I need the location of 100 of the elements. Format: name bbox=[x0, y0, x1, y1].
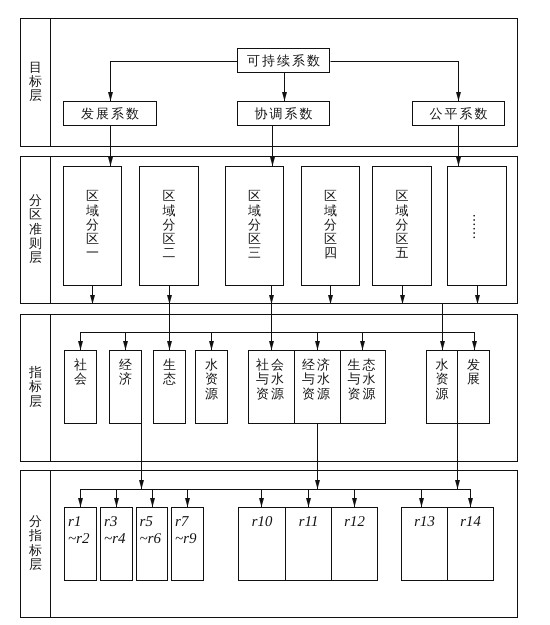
indicator-label: 发展 bbox=[467, 359, 480, 388]
sub-indicator-box bbox=[401, 507, 448, 581]
region-label: 区域分区三 bbox=[248, 190, 261, 262]
arrow bbox=[114, 488, 119, 508]
region-box bbox=[63, 166, 122, 286]
sub-indicator-label: r3 ~r4 bbox=[104, 514, 126, 547]
arrow bbox=[440, 332, 445, 350]
coefficient-label: 协调系数 bbox=[254, 106, 314, 122]
indicator-box bbox=[64, 350, 97, 424]
layer-band bbox=[20, 156, 518, 304]
indicator-box bbox=[426, 350, 458, 424]
indicator-label: 生态与水资源 bbox=[348, 359, 378, 402]
arrow bbox=[400, 286, 405, 304]
region-label: …… bbox=[470, 213, 484, 239]
coefficient-label: 公平系数 bbox=[428, 106, 490, 122]
sub-indicator-box bbox=[447, 507, 494, 581]
arrow bbox=[419, 488, 424, 508]
arrow bbox=[352, 488, 357, 508]
arrow bbox=[315, 332, 320, 350]
arrow bbox=[270, 126, 275, 166]
arrow bbox=[328, 286, 333, 304]
bus-line bbox=[80, 489, 471, 490]
arrow bbox=[209, 332, 214, 350]
connector-line bbox=[442, 304, 443, 332]
arrow bbox=[90, 286, 95, 304]
region-box bbox=[225, 166, 284, 286]
arrow bbox=[472, 332, 477, 350]
arrow bbox=[167, 286, 172, 304]
region-label: 区域分区五 bbox=[396, 190, 408, 262]
connector-line bbox=[169, 304, 170, 332]
sub-indicator-box bbox=[285, 507, 332, 581]
sub-indicator-label: r14 bbox=[460, 514, 481, 530]
arrow bbox=[455, 424, 460, 490]
indicator-box bbox=[195, 350, 228, 424]
arrow bbox=[123, 332, 128, 350]
arrow bbox=[259, 488, 264, 508]
indicator-label: 生态 bbox=[163, 359, 176, 388]
sub-indicator-box bbox=[64, 507, 97, 581]
connector-line bbox=[271, 304, 272, 332]
sub-indicator-label: r11 bbox=[298, 514, 318, 530]
arrow bbox=[456, 126, 461, 166]
arrow bbox=[185, 488, 190, 508]
coefficient-box bbox=[412, 101, 505, 126]
coefficient-box bbox=[237, 48, 330, 73]
arrow bbox=[282, 72, 287, 102]
indicator-label: 经济与水资源 bbox=[302, 359, 333, 402]
sub-indicator-box bbox=[100, 507, 133, 581]
arrow bbox=[78, 332, 83, 350]
arrow bbox=[167, 332, 172, 350]
sub-indicator-box bbox=[331, 507, 378, 581]
indicator-label: 水资源 bbox=[205, 359, 218, 402]
coefficient-box bbox=[237, 101, 330, 126]
indicator-box bbox=[294, 350, 341, 424]
coefficient-label: 可持续系数 bbox=[246, 52, 322, 70]
layer-label: 目标层 bbox=[29, 61, 42, 104]
layer-label: 分指标层 bbox=[29, 515, 42, 573]
sub-indicator-label: r13 bbox=[414, 514, 435, 530]
indicator-label: 社会与水资源 bbox=[256, 359, 287, 402]
sub-indicator-label: r7 ~r9 bbox=[175, 514, 198, 547]
indicator-label: 水资源 bbox=[436, 359, 448, 402]
region-box bbox=[447, 166, 507, 286]
arrow bbox=[269, 286, 274, 304]
sub-indicator-box bbox=[136, 507, 168, 581]
region-box bbox=[301, 166, 360, 286]
sub-indicator-box bbox=[171, 507, 204, 581]
arrow bbox=[468, 488, 473, 508]
arrow bbox=[150, 488, 155, 508]
arrow bbox=[306, 488, 311, 508]
arrow bbox=[108, 126, 113, 166]
sub-indicator-label: r10 bbox=[252, 514, 272, 530]
layer-band bbox=[20, 470, 518, 618]
arrow bbox=[360, 332, 365, 350]
indicator-label: 经济 bbox=[119, 359, 132, 388]
layer-label: 指标层 bbox=[29, 366, 42, 410]
indicator-box bbox=[248, 350, 295, 424]
region-label: 区域分区一 bbox=[86, 190, 99, 262]
region-box bbox=[139, 166, 199, 286]
indicator-box bbox=[109, 350, 142, 424]
arrow bbox=[108, 61, 238, 102]
layer-band bbox=[20, 18, 518, 147]
arrow bbox=[269, 332, 274, 350]
sub-indicator-label: r5 ~r6 bbox=[140, 514, 162, 547]
region-box bbox=[372, 166, 432, 286]
arrow bbox=[139, 424, 144, 490]
arrow bbox=[475, 286, 480, 304]
arrow bbox=[315, 424, 320, 490]
layer-band bbox=[20, 314, 518, 462]
indicator-box bbox=[153, 350, 186, 424]
sub-indicator-label: r1 ~r2 bbox=[68, 514, 90, 547]
sub-indicator-label: r12 bbox=[344, 514, 365, 530]
arrow bbox=[78, 488, 83, 508]
indicator-label: 社会 bbox=[74, 359, 87, 388]
sub-indicator-box bbox=[238, 507, 286, 581]
layer-label: 分区准则层 bbox=[29, 194, 42, 266]
region-label: 区域分区四 bbox=[324, 190, 337, 262]
indicator-box bbox=[340, 350, 386, 424]
bus-line bbox=[80, 332, 475, 333]
arrow bbox=[330, 61, 461, 102]
indicator-box bbox=[457, 350, 490, 424]
coefficient-box bbox=[63, 101, 157, 126]
